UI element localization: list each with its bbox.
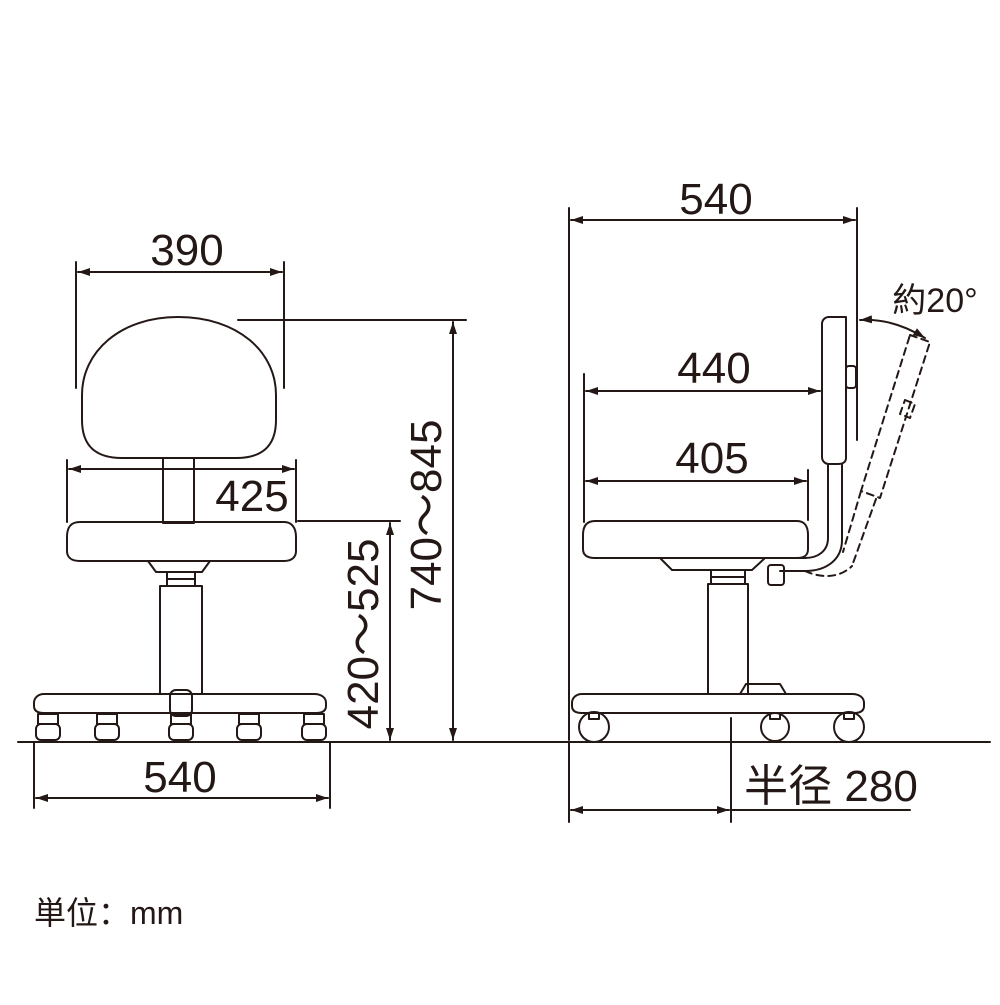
- side-mechanism: [659, 557, 766, 571]
- side-casters: [578, 711, 865, 743]
- side-seat-depth-back-label: 440: [677, 344, 750, 393]
- front-dimension-lines: [33, 261, 467, 809]
- side-backrest: [821, 316, 847, 465]
- unit-note: 単位：mm: [34, 895, 183, 931]
- side-lever: [767, 564, 785, 586]
- front-backrest: [81, 316, 277, 459]
- front-casters: [35, 713, 327, 741]
- front-seat: [66, 521, 297, 562]
- front-mechanism: [147, 560, 211, 573]
- side-chair: [571, 316, 931, 743]
- front-total-height-label: 740～845: [402, 420, 451, 611]
- side-depth-label: 540: [679, 175, 752, 224]
- side-seat-depth-label: 405: [675, 434, 748, 483]
- side-seat: [582, 520, 809, 559]
- front-seat-height-label: 420～525: [339, 539, 388, 730]
- recline-angle-label: 約20°: [892, 282, 977, 320]
- base-radius-label: 半径 280: [744, 762, 918, 811]
- front-base-width-label: 540: [143, 753, 216, 802]
- front-chair: [33, 316, 327, 741]
- side-base: [571, 693, 865, 714]
- front-base: [33, 693, 327, 714]
- front-seat-width-label: 425: [215, 472, 288, 521]
- side-dimension-lines: [568, 207, 926, 823]
- side-gas-column: [707, 583, 749, 695]
- front-back-post: [162, 457, 195, 524]
- side-reclined-backrest: [804, 334, 931, 578]
- front-backrest-width-label: 390: [150, 226, 223, 275]
- front-gas-column: [159, 585, 203, 695]
